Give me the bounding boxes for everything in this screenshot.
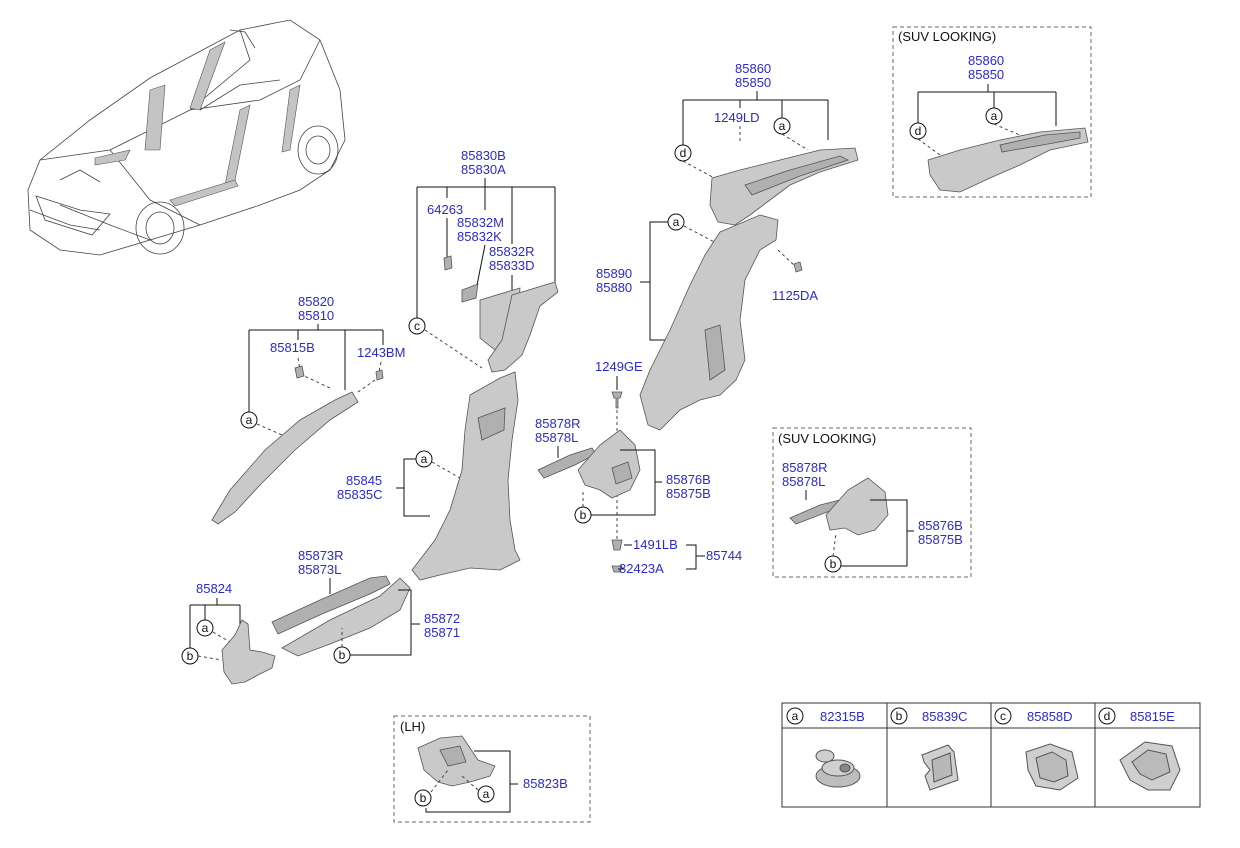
suv-looking-label-2: (SUV LOOKING) (778, 431, 876, 446)
part-1249LD[interactable]: 1249LD (714, 110, 760, 125)
part-85880[interactable]: 85880 (596, 280, 632, 295)
svg-text:d: d (1104, 709, 1111, 723)
part-85878L-suv[interactable]: 85878L (782, 474, 825, 489)
part-85835C[interactable]: 85835C (337, 487, 383, 502)
suv-variant-box-middle (772, 427, 972, 578)
part-82423A[interactable]: 82423A (619, 561, 664, 576)
svg-text:b: b (420, 791, 427, 805)
part-1491LB[interactable]: 1491LB (633, 537, 678, 552)
bracket-clip-icon (1119, 741, 1181, 791)
part-85875B-suv[interactable]: 85875B (918, 532, 963, 547)
part-85860[interactable]: 85860 (735, 61, 771, 76)
scuff-85873R-shape (271, 575, 391, 635)
trim-85832R-shape (487, 281, 559, 373)
trim-85820-shape (211, 391, 359, 525)
part-1249GE[interactable]: 1249GE (595, 359, 643, 374)
part-85876B[interactable]: 85876B (666, 472, 711, 487)
part-85832R[interactable]: 85832R (489, 244, 535, 259)
svg-text:b: b (896, 709, 903, 723)
part-85833D[interactable]: 85833D (489, 258, 535, 273)
part-85832K[interactable]: 85832K (457, 229, 502, 244)
trim-85824-shape (221, 619, 276, 685)
part-85820[interactable]: 85820 (298, 294, 334, 309)
trim-85876B-suv-shape (825, 477, 889, 536)
lh-variant-box (393, 715, 591, 823)
part-85823B[interactable]: 85823B (523, 776, 568, 791)
legend-part-d[interactable]: 85815E (1130, 709, 1175, 724)
part-85871[interactable]: 85871 (424, 625, 460, 640)
svg-text:a: a (673, 215, 680, 229)
part-85830A[interactable]: 85830A (461, 162, 506, 177)
part-85830B[interactable]: 85830B (461, 148, 506, 163)
legend-part-b[interactable]: 85839C (922, 709, 968, 724)
suv-looking-label: (SUV LOOKING) (898, 29, 996, 44)
part-85878R[interactable]: 85878R (535, 416, 581, 431)
svg-text:a: a (792, 709, 799, 723)
fastener-legend-table: a 82315B b 85839C c 85858D d 85815E (781, 702, 1201, 808)
part-85873R[interactable]: 85873R (298, 548, 344, 563)
trim-85845-shape (411, 371, 521, 581)
part-85850-suv[interactable]: 85850 (968, 67, 1004, 82)
suv-variant-box-top (892, 26, 1092, 198)
svg-text:c: c (1000, 709, 1006, 723)
grommet-icon (611, 539, 623, 551)
svg-text:c: c (414, 319, 420, 333)
part-85878L[interactable]: 85878L (535, 430, 578, 445)
part-85744[interactable]: 85744 (706, 548, 742, 563)
svg-text:a: a (246, 413, 253, 427)
part-85875B[interactable]: 85875B (666, 486, 711, 501)
part-85873L[interactable]: 85873L (298, 562, 341, 577)
part-85860-suv[interactable]: 85860 (968, 53, 1004, 68)
svg-text:a: a (991, 109, 998, 123)
push-rivet-clip-icon (815, 749, 861, 788)
svg-text:b: b (187, 649, 194, 663)
lh-label: (LH) (400, 719, 425, 734)
part-64263[interactable]: 64263 (427, 202, 463, 217)
trim-clip-icon (921, 744, 959, 791)
part-85810[interactable]: 85810 (298, 308, 334, 323)
screw-icon (611, 391, 623, 409)
part-85876B-suv[interactable]: 85876B (918, 518, 963, 533)
svg-text:a: a (483, 787, 490, 801)
part-85890[interactable]: 85890 (596, 266, 632, 281)
legend-part-c[interactable]: 85858D (1027, 709, 1073, 724)
legend-part-a[interactable]: 82315B (820, 709, 865, 724)
retainer-clip-icon (1025, 743, 1079, 791)
svg-text:b: b (830, 557, 837, 571)
part-85824[interactable]: 85824 (196, 581, 232, 596)
part-85850[interactable]: 85850 (735, 75, 771, 90)
trim-85876B-shape (577, 429, 641, 499)
part-85832M[interactable]: 85832M (457, 215, 504, 230)
car-illustration (27, 19, 346, 256)
sill-85872-shape (281, 577, 411, 657)
svg-text:b: b (339, 648, 346, 662)
part-85878R-suv[interactable]: 85878R (782, 460, 828, 475)
svg-text:d: d (915, 124, 922, 138)
nut-icon (611, 565, 623, 573)
svg-text:b: b (580, 508, 587, 522)
svg-text:a: a (779, 119, 786, 133)
part-85845[interactable]: 85845 (346, 473, 382, 488)
svg-text:a: a (202, 621, 209, 635)
trim-85890-shape (639, 214, 779, 431)
svg-text:a: a (421, 452, 428, 466)
part-85815B[interactable]: 85815B (270, 340, 315, 355)
part-85872[interactable]: 85872 (424, 611, 460, 626)
svg-text:d: d (680, 146, 687, 160)
part-1125DA[interactable]: 1125DA (772, 288, 818, 303)
part-1243BM[interactable]: 1243BM (357, 345, 405, 360)
